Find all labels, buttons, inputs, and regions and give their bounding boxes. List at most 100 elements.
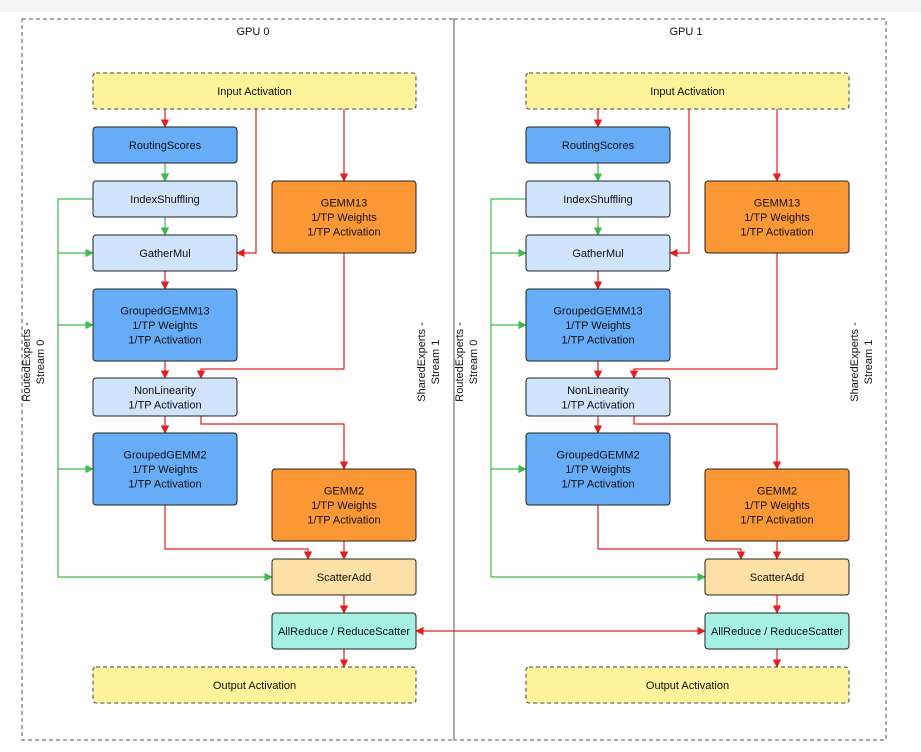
routed-experts-label: RoutedExperts -Stream 0 [21, 322, 47, 402]
data-flow-arrow [597, 505, 746, 560]
node-label-line: ScatterAdd [317, 572, 371, 584]
node-label-line: 1/TP Weights [132, 320, 198, 332]
node-label-line: 1/TP Activation [740, 515, 813, 527]
node-label-line: GEMM2 [757, 486, 797, 498]
node-box [92, 666, 417, 704]
node-box [92, 72, 417, 110]
index-flow-arrow [490, 469, 706, 582]
node-label-line: Input Activation [650, 86, 725, 98]
node-label-line: 1/TP Activation [307, 515, 380, 527]
node-box [525, 432, 671, 506]
node-label-line: 1/TP Weights [565, 320, 631, 332]
node-box [92, 377, 238, 417]
node-gemm2: GEMM2 1/TP Weights 1/TP Activation [704, 468, 850, 542]
data-flow-arrow [164, 505, 313, 560]
index-flow-arrow [490, 198, 527, 258]
node-output: Output Activation [525, 666, 850, 704]
node-label-line: IndexShuffling [130, 194, 200, 206]
gpu-title: GPU 1 [669, 26, 702, 38]
node-label-line: GroupedGEMM13 [553, 306, 642, 318]
index-flow-arrow [490, 253, 527, 330]
node-grouped2: GroupedGEMM2 1/TP Weights 1/TP Activation [525, 432, 671, 506]
data-flow-arrow [200, 416, 349, 470]
routed-experts-label-line: Stream 0 [468, 340, 480, 385]
node-input: Input Activation [525, 72, 850, 110]
node-scatter: ScatterAdd [704, 558, 850, 596]
node-gemm2: GEMM2 1/TP Weights 1/TP Activation [271, 468, 417, 542]
node-label-line: 1/TP Weights [132, 464, 198, 476]
routed-experts-label-line: Stream 0 [35, 340, 47, 385]
node-box [92, 126, 238, 164]
node-label-line: GroupedGEMM2 [123, 450, 206, 462]
routed-experts-label-line: RoutedExperts - [21, 322, 33, 402]
node-box [525, 72, 850, 110]
node-label-line: 1/TP Activation [307, 227, 380, 239]
shared-experts-label-line: SharedExperts - [849, 322, 861, 402]
node-box [92, 234, 238, 272]
node-input: Input Activation [92, 72, 417, 110]
node-label-line: NonLinearity [134, 385, 196, 397]
node-label-line: Output Activation [646, 680, 729, 692]
node-gathermul: GatherMul [92, 234, 238, 272]
node-nonlin: NonLinearity 1/TP Activation [92, 377, 238, 417]
node-label-line: RoutingScores [562, 140, 635, 152]
gpu-title: GPU 0 [236, 26, 269, 38]
node-output: Output Activation [92, 666, 417, 704]
shared-experts-label-line: Stream 1 [430, 340, 442, 385]
node-label-line: GroupedGEMM13 [120, 306, 209, 318]
node-gathermul: GatherMul [525, 234, 671, 272]
node-label-line: 1/TP Activation [561, 479, 634, 491]
node-box [525, 288, 671, 362]
data-flow-arrow [196, 253, 345, 379]
node-allreduce: AllReduce / ReduceScatter [271, 612, 417, 650]
node-label-line: RoutingScores [129, 140, 202, 152]
node-label-line: 1/TP Weights [744, 500, 810, 512]
routed-experts-label-line: RoutedExperts - [454, 322, 466, 402]
node-label-line: GroupedGEMM2 [556, 450, 639, 462]
node-box [704, 558, 850, 596]
shared-experts-label: SharedExperts -Stream 1 [849, 322, 875, 402]
node-label-line: 1/TP Activation [128, 479, 201, 491]
node-label-line: 1/TP Activation [740, 227, 813, 239]
node-label-line: 1/TP Weights [311, 212, 377, 224]
node-box [92, 432, 238, 506]
gpu-frame [21, 18, 455, 741]
node-index: IndexShuffling [525, 180, 671, 218]
node-box [525, 377, 671, 417]
node-label-line: GatherMul [139, 248, 190, 260]
node-routing: RoutingScores [525, 126, 671, 164]
gpu-panel-1: GPU 1 Input ActivationRoutingScoresIndexS… [453, 18, 887, 741]
node-index: IndexShuffling [92, 180, 238, 218]
index-flow-arrow [57, 469, 273, 582]
node-label-line: 1/TP Weights [744, 212, 810, 224]
shared-experts-label-line: Stream 1 [863, 340, 875, 385]
node-grouped2: GroupedGEMM2 1/TP Weights 1/TP Activation [92, 432, 238, 506]
node-label-line: GEMM2 [324, 486, 364, 498]
node-label-line: 1/TP Activation [128, 399, 201, 411]
shared-experts-label-line: SharedExperts - [416, 322, 428, 402]
index-flow-arrow [490, 325, 527, 474]
node-box [525, 126, 671, 164]
data-flow-arrow [633, 416, 782, 470]
node-label-line: 1/TP Weights [565, 464, 631, 476]
gpu-panel-0: GPU 0 Input ActivationRoutingScoresIndexS… [21, 18, 455, 741]
node-label-line: AllReduce / ReduceScatter [278, 626, 410, 638]
node-box [271, 180, 417, 254]
index-flow-arrow [57, 198, 94, 258]
node-box [525, 234, 671, 272]
node-label-line: AllReduce / ReduceScatter [711, 626, 843, 638]
index-flow-arrow [57, 325, 94, 474]
node-label-line: 1/TP Activation [561, 335, 634, 347]
node-label-line: 1/TP Weights [311, 500, 377, 512]
node-routing: RoutingScores [92, 126, 238, 164]
node-box [525, 666, 850, 704]
data-flow-arrow [669, 109, 690, 258]
node-label-line: ScatterAdd [750, 572, 804, 584]
node-allreduce: AllReduce / ReduceScatter [704, 612, 850, 650]
node-label-line: Input Activation [217, 86, 292, 98]
window-top-bar [0, 0, 921, 12]
data-flow-arrow [629, 253, 778, 379]
